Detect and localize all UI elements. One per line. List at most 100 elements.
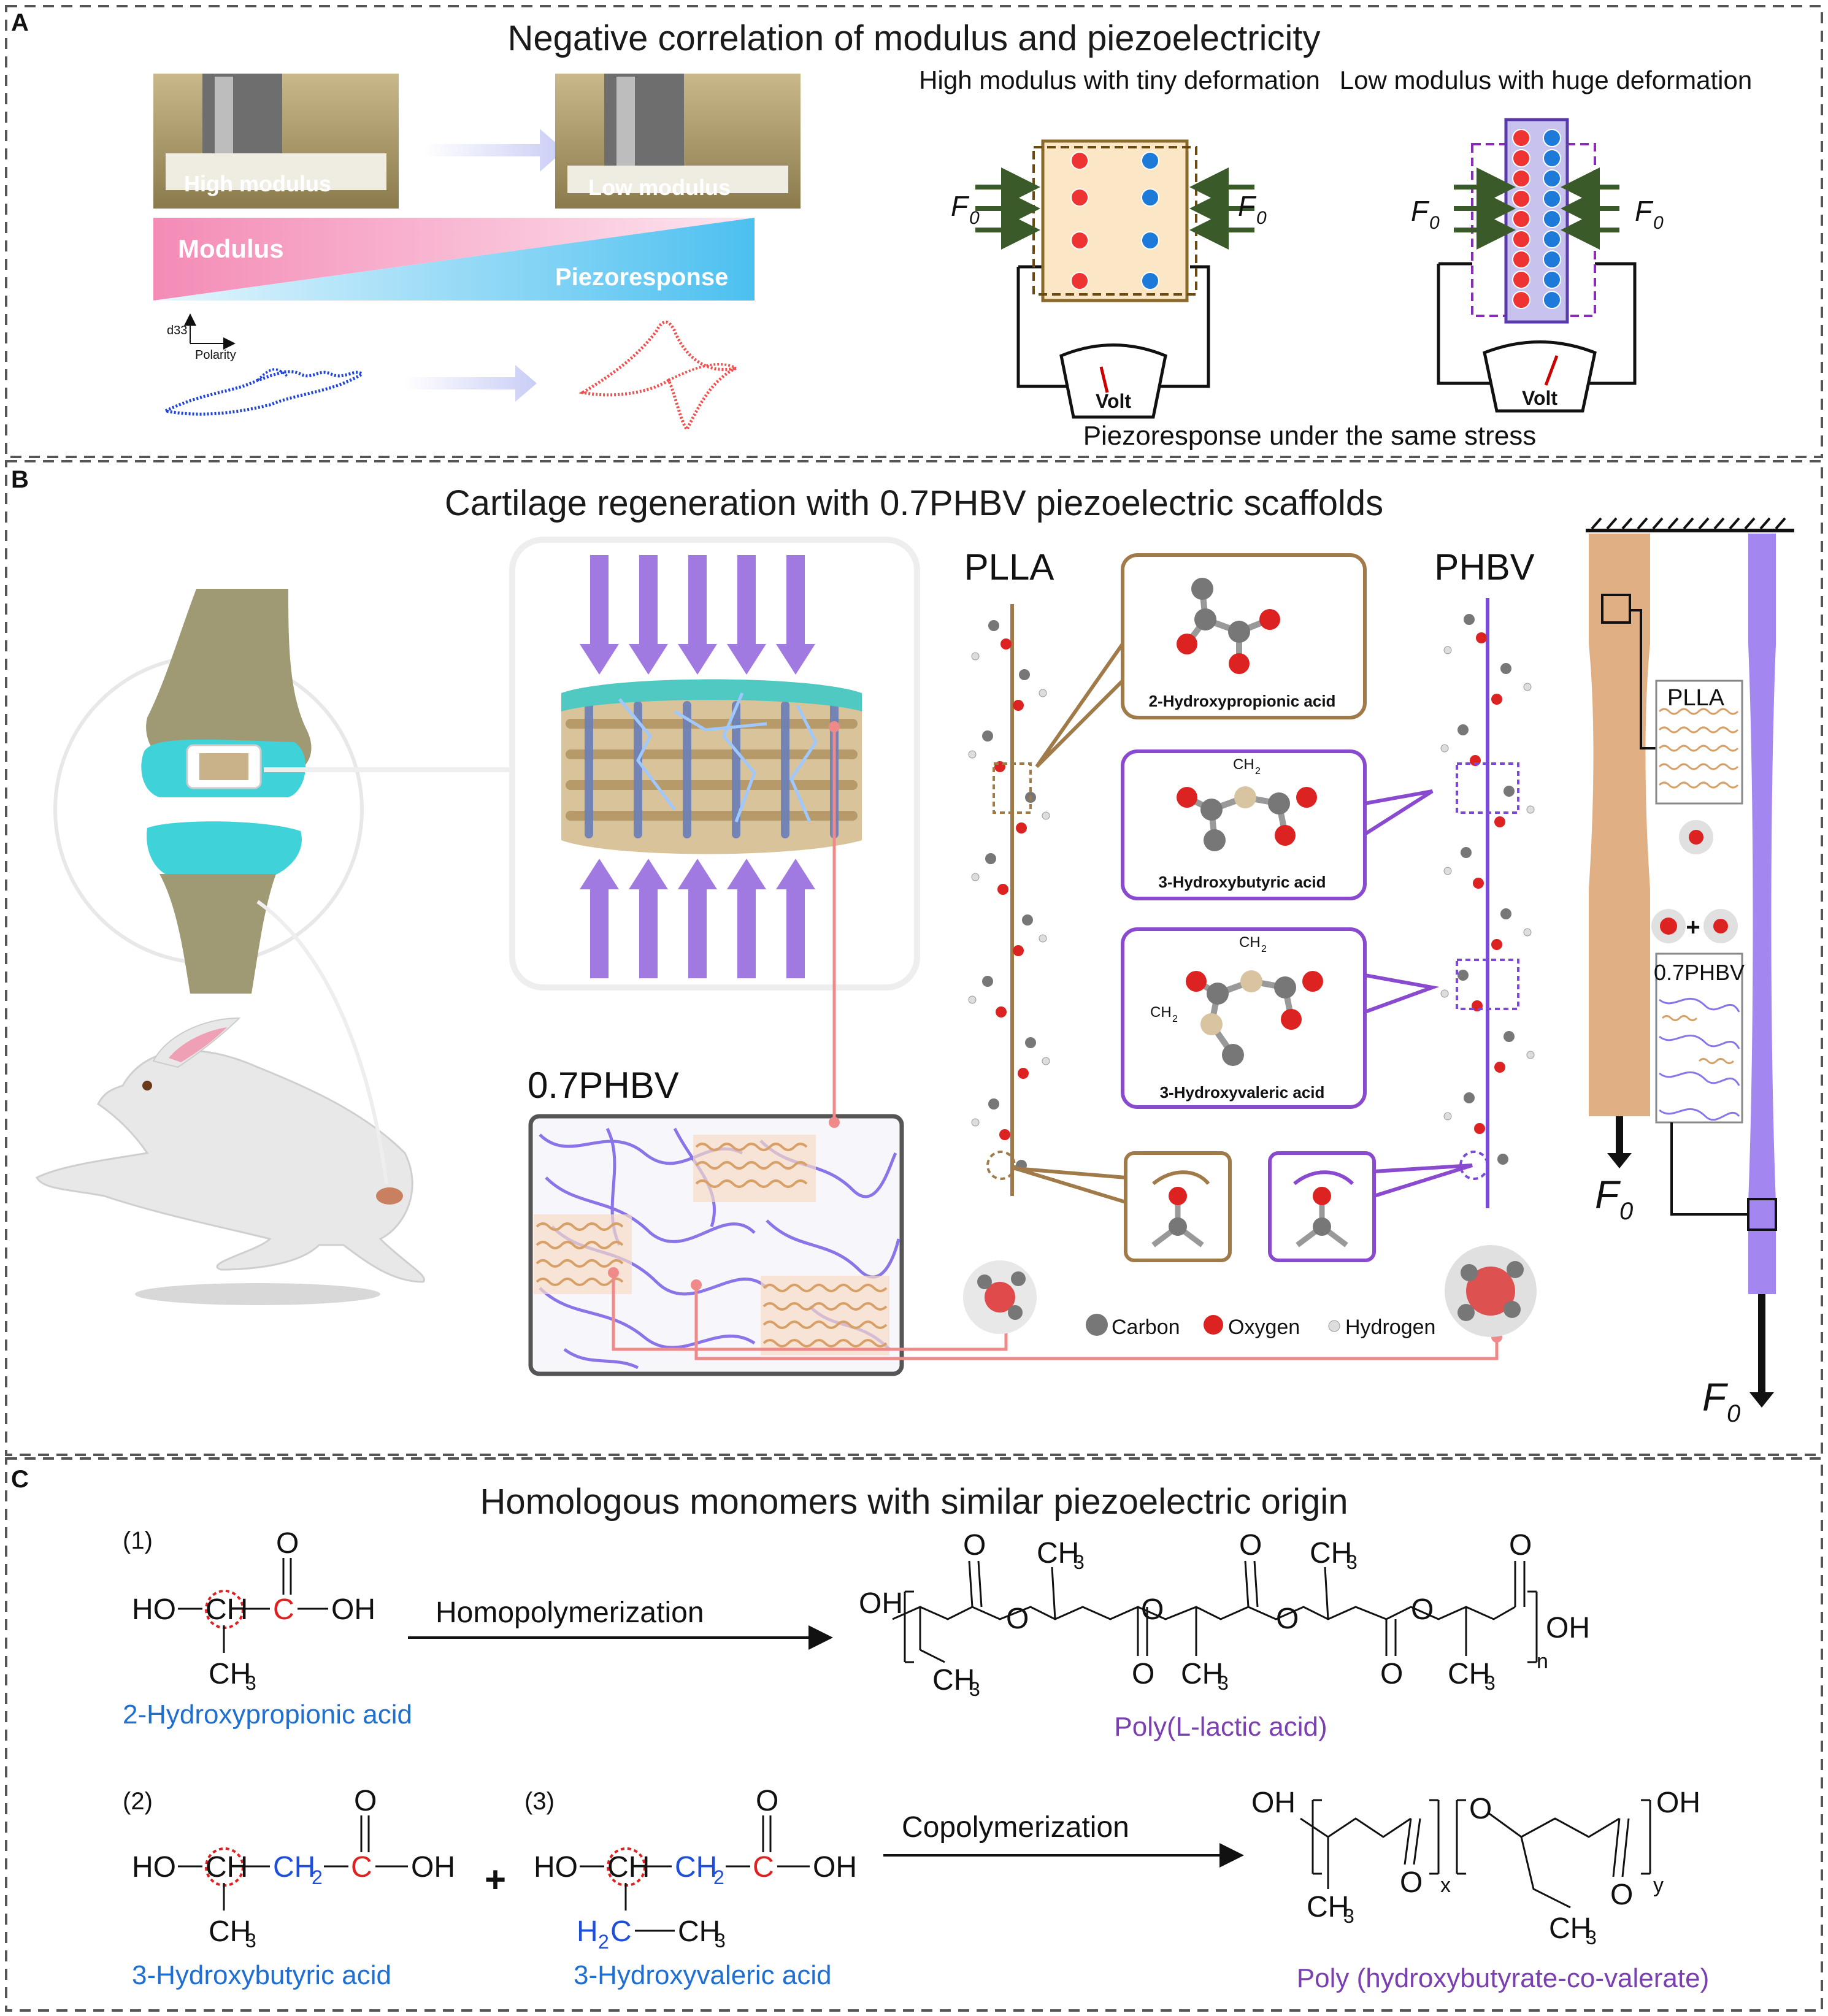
svg-text:OH: OH — [813, 1851, 857, 1884]
svg-text:CH: CH — [205, 1851, 248, 1884]
svg-text:0: 0 — [1256, 208, 1267, 228]
svg-text:F: F — [951, 190, 970, 222]
svg-text:(1): (1) — [123, 1527, 153, 1554]
svg-text:F: F — [1702, 1375, 1729, 1419]
svg-text:HO: HO — [534, 1851, 578, 1884]
svg-text:y: y — [1653, 1874, 1664, 1897]
svg-text:CH: CH — [678, 1915, 720, 1948]
phbv-cross-section — [1445, 1245, 1537, 1337]
connector-lines — [612, 727, 1499, 1360]
svg-text:CH: CH — [1239, 934, 1261, 951]
callout-3-hydroxyvaleric: CH 2 CH 2 3-Hydroxyvaleric acid — [1121, 927, 1440, 1109]
svg-text:Oxygen: Oxygen — [1228, 1316, 1300, 1339]
svg-text:2: 2 — [713, 1866, 724, 1888]
panel-a-letter: A — [11, 9, 29, 36]
svg-text:OH: OH — [1546, 1612, 1590, 1644]
svg-text:CH: CH — [932, 1664, 975, 1696]
svg-text:3: 3 — [1073, 1551, 1085, 1573]
svg-text:C: C — [753, 1851, 774, 1884]
svg-text:0: 0 — [1619, 1198, 1633, 1225]
monomer-3: (3) HO CH CH 2 C O OH H 2 C CH 3 3-Hydro… — [524, 1785, 857, 1990]
photo-low-modulus: Low modulus — [555, 74, 801, 209]
phbv-chain-label: PHBV — [1434, 546, 1534, 588]
svg-text:3: 3 — [715, 1930, 726, 1952]
svg-text:OH: OH — [1251, 1787, 1296, 1819]
svg-text:3: 3 — [1346, 1551, 1358, 1573]
svg-text:O: O — [1006, 1603, 1029, 1635]
svg-text:O: O — [354, 1785, 377, 1817]
svg-text:CH: CH — [607, 1851, 650, 1884]
svg-text:O: O — [276, 1527, 299, 1560]
modulus-label: Modulus — [178, 234, 284, 263]
plus-charges — [1512, 129, 1530, 309]
svg-text:Volt: Volt — [1522, 387, 1557, 409]
svg-text:O: O — [756, 1785, 778, 1817]
svg-text:3: 3 — [1484, 1672, 1496, 1694]
svg-text:2-Hydroxypropionic acid: 2-Hydroxypropionic acid — [1149, 692, 1336, 710]
svg-text:2: 2 — [1261, 944, 1267, 954]
svg-text:2: 2 — [598, 1931, 609, 1953]
name-monomer-1: 2-Hydroxypropionic acid — [123, 1700, 412, 1730]
svg-text:OH: OH — [1656, 1787, 1700, 1819]
tensile-plla-label: PLLA — [1667, 685, 1725, 711]
red-loop — [578, 320, 737, 432]
svg-text:OH: OH — [331, 1593, 375, 1626]
plus-sign: + — [485, 1859, 506, 1900]
svg-text:F: F — [1238, 190, 1257, 222]
svg-text:F: F — [1635, 195, 1654, 227]
plla-structure — [892, 1560, 1538, 1663]
panel-b-letter: B — [11, 466, 29, 493]
svg-text:3-Hydroxybutyric acid: 3-Hydroxybutyric acid — [1158, 873, 1326, 891]
svg-text:C: C — [273, 1593, 294, 1626]
panel-c-border — [5, 1457, 1823, 2012]
low-caption: Low modulus with huge deformation — [1340, 66, 1752, 94]
svg-text:O: O — [1276, 1603, 1299, 1635]
svg-text:3: 3 — [969, 1678, 980, 1700]
svg-text:O: O — [1400, 1866, 1423, 1899]
svg-text:HO: HO — [132, 1851, 176, 1884]
svg-text:(2): (2) — [123, 1788, 153, 1815]
svg-text:CH: CH — [273, 1851, 315, 1884]
svg-text:CH: CH — [675, 1851, 717, 1884]
svg-text:CH: CH — [1037, 1537, 1079, 1569]
monomer-2: (2) HO CH CH 2 C O OH CH 3 3-Hydroxybuty… — [123, 1785, 455, 1990]
svg-text:CH: CH — [1310, 1537, 1352, 1569]
svg-text:O: O — [1132, 1658, 1154, 1690]
svg-text:3: 3 — [245, 1672, 256, 1694]
panel-a-footer: Piezoresponse under the same stress — [1083, 421, 1537, 451]
svg-text:H: H — [577, 1915, 598, 1948]
panel-c-title: Homologous monomers with similar piezoel… — [480, 1482, 1348, 1522]
piezoresponse-label: Piezoresponse — [555, 264, 728, 291]
callout-3-hydroxybutyric: CH 2 3-Hydroxybutyric acid — [1121, 749, 1434, 900]
svg-text:2: 2 — [1172, 1014, 1178, 1024]
svg-text:O: O — [1411, 1593, 1434, 1626]
panel-b-title: Cartilage regeneration with 0.7PHBV piez… — [445, 483, 1383, 523]
svg-text:0: 0 — [1429, 213, 1440, 233]
panel-b-border — [5, 460, 1823, 1456]
svg-text:(3): (3) — [524, 1788, 555, 1815]
svg-text:F: F — [1595, 1173, 1621, 1217]
blend-box — [528, 1114, 904, 1376]
homopolymerization-label: Homopolymerization — [436, 1596, 704, 1629]
svg-text:HO: HO — [132, 1593, 176, 1626]
arrow-fade-bottom — [405, 365, 537, 402]
blend-label: 0.7PHBV — [528, 1065, 679, 1106]
svg-text:3: 3 — [1218, 1672, 1229, 1694]
svg-text:Volt: Volt — [1096, 390, 1131, 412]
svg-text:OH: OH — [411, 1851, 455, 1884]
callout-2-hydroxypropionic: 2-Hydroxypropionic acid — [1035, 553, 1367, 768]
photo-high-modulus: High modulus — [153, 74, 399, 209]
blue-loop — [161, 370, 365, 416]
name-monomer-2: 3-Hydroxybutyric acid — [132, 1960, 391, 1990]
polymer-name-1: Poly(L-lactic acid) — [1114, 1712, 1327, 1742]
carbonyl-box-plla — [1015, 1151, 1232, 1262]
knee-illustration — [53, 589, 364, 994]
svg-text:2: 2 — [312, 1866, 323, 1888]
svg-text:O: O — [1141, 1593, 1164, 1626]
svg-text:CH: CH — [1307, 1891, 1349, 1923]
plla-cross-section — [963, 1260, 1037, 1334]
svg-text:0: 0 — [1653, 213, 1664, 233]
circuit-high-modulus: F 0 F 0 Volt — [951, 139, 1267, 419]
svg-text:3: 3 — [245, 1930, 256, 1952]
svg-text:3-Hydroxyvaleric acid: 3-Hydroxyvaleric acid — [1160, 1083, 1325, 1102]
